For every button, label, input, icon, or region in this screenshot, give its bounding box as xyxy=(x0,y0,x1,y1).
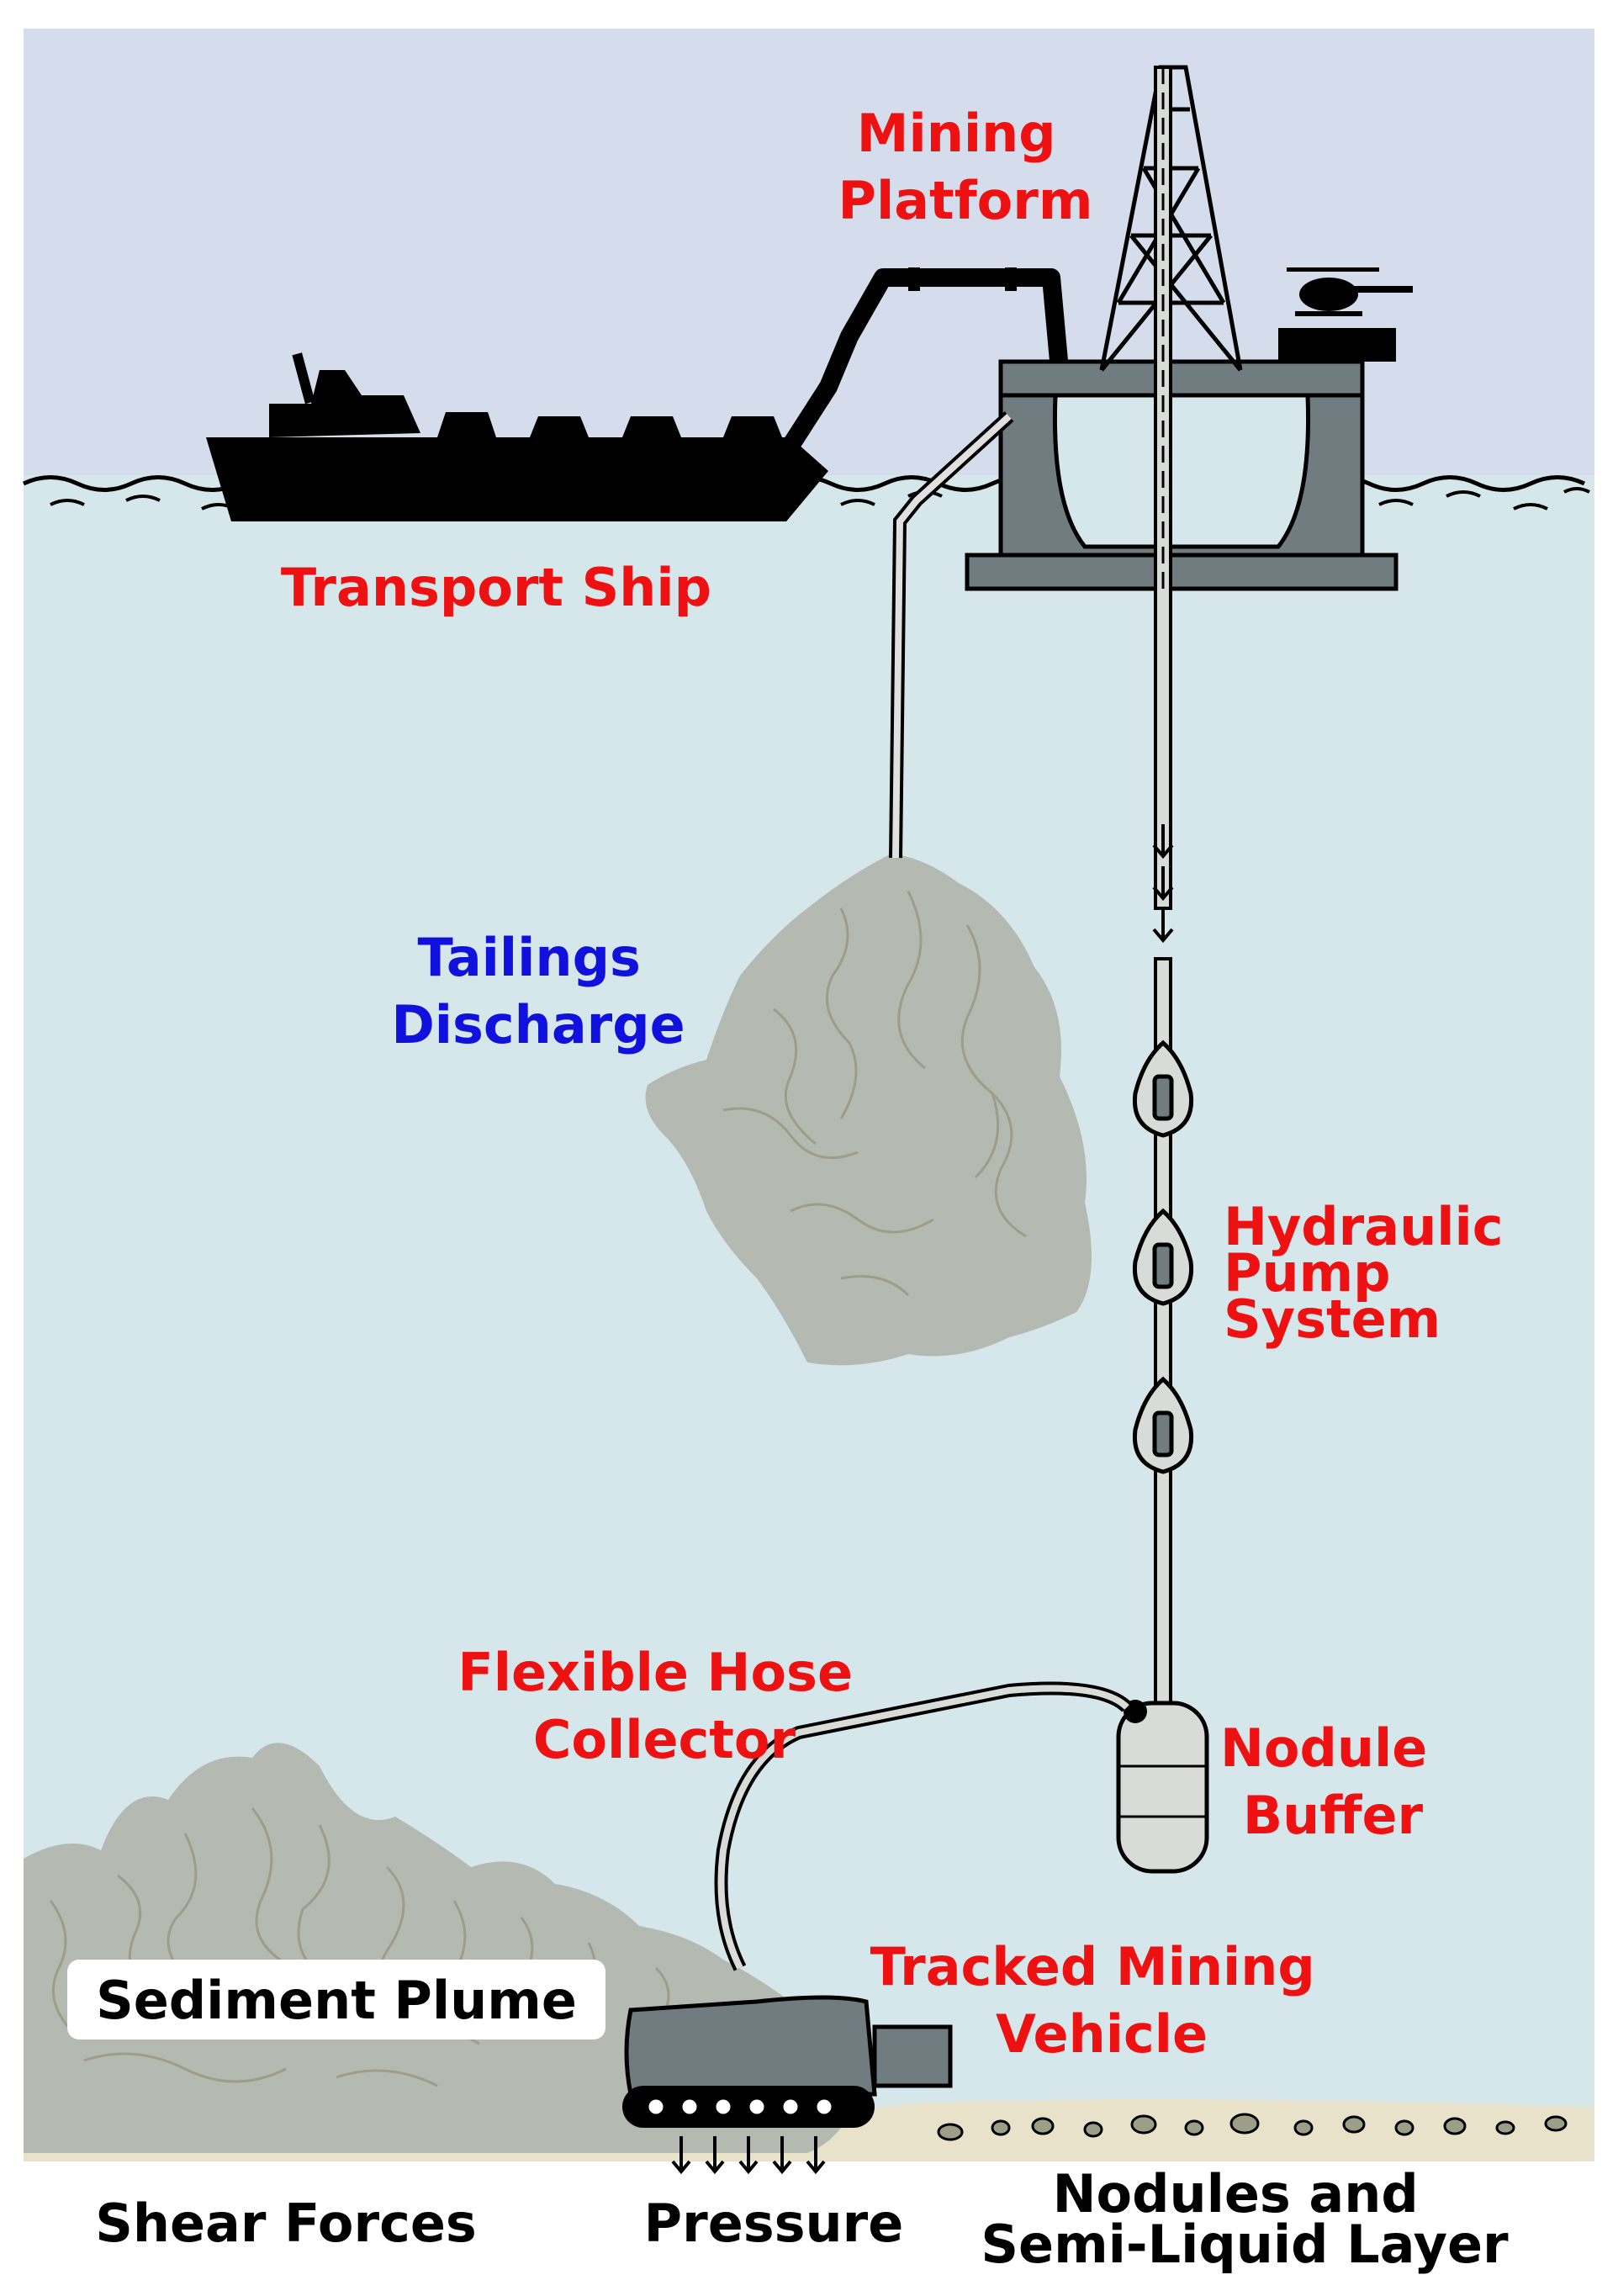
label-nodule-buffer: Nodule Buffer xyxy=(1220,1717,1446,1846)
flexible-hose-inner xyxy=(717,1685,1129,1970)
tailings-discharge-pipe-inner xyxy=(892,414,1012,859)
label-tailings-discharge: Tailings Discharge xyxy=(391,927,685,1055)
track-wheels xyxy=(646,2097,834,2117)
pipe-joint xyxy=(908,267,920,291)
collector-head xyxy=(872,2024,953,2088)
label-sediment-plume: Sediment Plume xyxy=(96,1970,577,2031)
label-pressure: Pressure xyxy=(644,2193,904,2254)
label-shear-forces: Shear Forces xyxy=(95,2193,477,2254)
sediment-plume-box xyxy=(67,1960,605,2039)
buffer-connector xyxy=(1124,1700,1147,1723)
nodules xyxy=(937,2113,1568,2141)
nodule-buffer-tank xyxy=(1116,1701,1209,1874)
pressure-arrows xyxy=(671,2136,826,2175)
platform-deck xyxy=(998,359,1365,398)
label-nodules-layer: Nodules and Semi-Liquid Layer xyxy=(981,2163,1509,2275)
tailings-texture xyxy=(722,891,1027,1297)
label-hydraulic-pump-system: Hydraulic Pump System xyxy=(1224,1196,1521,1350)
label-mining-platform: Mining Platform xyxy=(838,103,1093,231)
hydraulic-pumps xyxy=(1132,1040,1194,1474)
label-tracked-mining-vehicle: Tracked Mining Vehicle xyxy=(870,1936,1334,2065)
label-flexible-hose-collector: Flexible Hose Collector xyxy=(457,1642,870,1770)
transport-ship xyxy=(206,370,828,521)
ship-mast xyxy=(292,352,315,405)
label-transport-ship: Transport Ship xyxy=(281,557,711,618)
platform-moonpool xyxy=(1052,393,1311,549)
flow-arrows xyxy=(1152,824,1174,944)
tracked-mining-vehicle xyxy=(624,1995,877,2097)
pipe-joint xyxy=(1005,267,1017,291)
transfer-pipe xyxy=(782,268,1069,451)
helicopter xyxy=(1278,267,1413,362)
platform-pontoon xyxy=(965,553,1399,591)
